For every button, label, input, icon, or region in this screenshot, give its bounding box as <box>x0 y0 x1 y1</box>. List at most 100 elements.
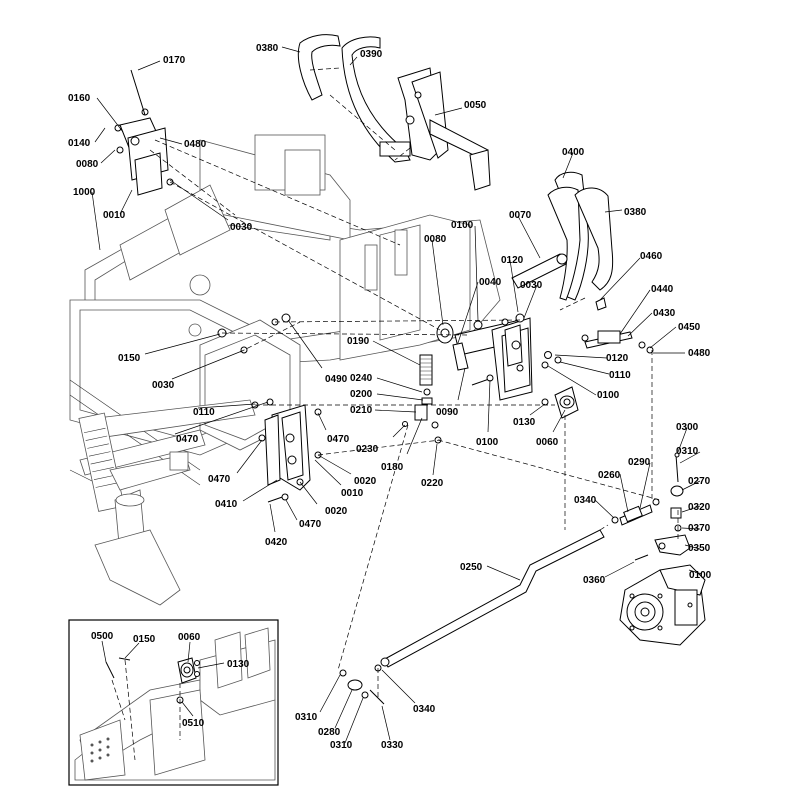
spring-0190 <box>419 354 433 386</box>
callout-0260: 0260 <box>598 470 621 481</box>
callout-0200: 0200 <box>350 389 373 400</box>
callout-0470: 0470 <box>208 474 231 485</box>
callout-0490: 0490 <box>325 374 348 385</box>
callout-labels: 0380 0390 0050 0170 0160 0480 0140 0080 0010 1000… <box>68 43 712 751</box>
callout-0470: 0470 <box>176 434 199 445</box>
callout-0100: 0100 <box>597 390 620 401</box>
bracket-0410 <box>258 404 322 503</box>
callout-0180: 0180 <box>381 462 404 473</box>
callout-0310: 0310 <box>295 712 318 723</box>
callout-0080: 0080 <box>424 234 447 245</box>
linkage-small-parts <box>402 388 442 444</box>
bracket-assembly <box>454 317 533 401</box>
callout-0380: 0380 <box>624 207 647 218</box>
cable-rod-0430 <box>581 330 654 354</box>
callout-0100: 0100 <box>476 437 499 448</box>
inset-callout-0130: 0130 <box>227 659 250 670</box>
inset-detail <box>68 619 279 786</box>
small-parts-right <box>501 297 607 369</box>
callout-0350: 0350 <box>688 543 711 554</box>
callout-0030: 0030 <box>152 380 175 391</box>
callout-0400: 0400 <box>562 147 585 158</box>
inset-callout-0060: 0060 <box>178 632 201 643</box>
alignment-lines <box>149 67 679 700</box>
callout-0410: 0410 <box>215 499 238 510</box>
callout-0090: 0090 <box>436 407 459 418</box>
bearing-0060 <box>541 386 579 419</box>
callout-0360: 0360 <box>583 575 606 586</box>
callout-0480: 0480 <box>184 139 207 150</box>
callout-0480: 0480 <box>688 348 711 359</box>
callout-0460: 0460 <box>640 251 663 262</box>
callout-0060: 0060 <box>536 437 559 448</box>
callout-0340: 0340 <box>413 704 436 715</box>
inset-callout-0510: 0510 <box>182 718 205 729</box>
callout-0440: 0440 <box>651 284 674 295</box>
callout-1000: 1000 <box>73 187 96 198</box>
callout-0020: 0020 <box>354 476 377 487</box>
hydro-pump <box>619 564 706 646</box>
callout-0040: 0040 <box>479 277 502 288</box>
callout-0270: 0270 <box>688 476 711 487</box>
callout-0030: 0030 <box>230 222 253 233</box>
callout-0290: 0290 <box>628 457 651 468</box>
callout-0450: 0450 <box>678 322 701 333</box>
callout-0110: 0110 <box>609 370 631 381</box>
callout-0380: 0380 <box>256 43 279 54</box>
callout-0190: 0190 <box>347 336 370 347</box>
callout-0050: 0050 <box>464 100 487 111</box>
callout-0010: 0010 <box>341 488 364 499</box>
callout-0310: 0310 <box>330 740 353 751</box>
callout-0430: 0430 <box>653 308 676 319</box>
callout-0030: 0030 <box>520 280 543 291</box>
chassis-frame <box>69 134 501 501</box>
callout-0250: 0250 <box>460 562 483 573</box>
callout-0470: 0470 <box>299 519 322 530</box>
callout-0330: 0330 <box>381 740 404 751</box>
callout-0160: 0160 <box>68 93 91 104</box>
callout-0210: 0210 <box>350 405 373 416</box>
callout-0070: 0070 <box>509 210 532 221</box>
bracket-0160 <box>114 69 174 196</box>
inset-callout-0150: 0150 <box>133 634 156 645</box>
bottom-fasteners <box>339 664 385 705</box>
handle-grip-0380 <box>297 34 341 101</box>
callout-0390: 0390 <box>360 49 383 60</box>
callout-0140: 0140 <box>68 138 91 149</box>
callout-0220: 0220 <box>421 478 444 489</box>
lever-arm-0390 <box>341 36 411 163</box>
callout-0470: 0470 <box>327 434 350 445</box>
callout-0120: 0120 <box>606 353 629 364</box>
inset-callout-0500: 0500 <box>91 631 114 642</box>
suspension-assembly <box>78 399 256 606</box>
control-lever-0050 <box>397 67 491 191</box>
leader-lines <box>91 46 703 744</box>
callout-0420: 0420 <box>265 537 288 548</box>
callout-0100: 0100 <box>451 220 474 231</box>
rod-0250 <box>380 529 605 668</box>
callout-0100: 0100 <box>689 570 712 581</box>
callout-0170: 0170 <box>163 55 186 66</box>
inset-callout-labels: 0500 0150 0060 0130 0510 <box>91 631 250 729</box>
handle-grip-0380b <box>574 187 614 291</box>
callout-0080: 0080 <box>76 159 99 170</box>
callout-0150: 0150 <box>118 353 141 364</box>
callout-0240: 0240 <box>350 373 373 384</box>
callout-0130: 0130 <box>513 417 536 428</box>
callout-0300: 0300 <box>676 422 699 433</box>
callout-0010: 0010 <box>103 210 126 221</box>
callout-0310: 0310 <box>676 446 699 457</box>
callout-0370: 0370 <box>688 523 711 534</box>
callout-0120: 0120 <box>501 255 524 266</box>
right-column-parts <box>634 452 691 574</box>
turnbuckle-0260 <box>611 498 660 526</box>
callout-0280: 0280 <box>318 727 341 738</box>
callout-0020: 0020 <box>325 506 348 517</box>
callout-0230: 0230 <box>356 444 379 455</box>
callout-0320: 0320 <box>688 502 711 513</box>
rod-0070 <box>511 253 568 289</box>
callout-0340: 0340 <box>574 495 597 506</box>
callout-0110: 0110 <box>193 407 215 418</box>
